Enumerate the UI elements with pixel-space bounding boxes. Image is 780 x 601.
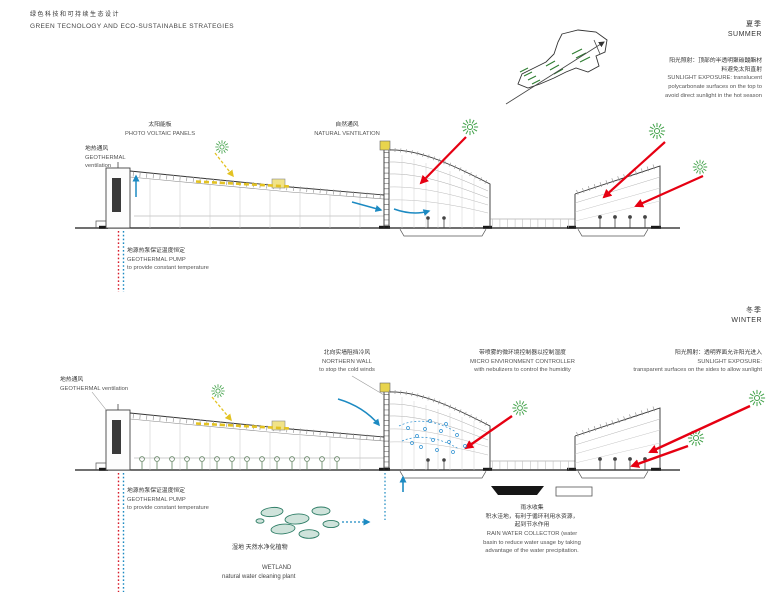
leader-lines [91, 375, 385, 412]
page-title-en: GREEN TECNOLOGY AND ECO-SUSTAINABLE STRA… [30, 23, 234, 30]
note-line: 地热通风 [85, 146, 109, 152]
note-line: ventilation [85, 163, 112, 170]
note-line: GEOTHERMAL PUMP [127, 496, 186, 503]
note-line: PHOTO VOLTAIC PANELS [124, 130, 196, 137]
note-line: 带喷雾的微环境控制器以控制湿度 [479, 350, 566, 356]
note-line: MICRO ENVIRONMENT CONTROLLER [470, 358, 575, 365]
note-line: 北向实墙阻挡冷风 [323, 350, 371, 356]
wetland-ponds [255, 506, 340, 539]
note-line: 地源热泵保证温度恒定 [127, 248, 185, 254]
note-line: basin to reduce water usage by taking [483, 539, 581, 546]
note-line: 地源热泵保证温度恒定 [127, 488, 185, 494]
sun-icon [214, 118, 708, 175]
natural-ventilation-label: 自然通风 NATURAL VENTILATION [292, 121, 402, 138]
winter-season-zh: 冬季 [746, 307, 762, 314]
indoor-plants [139, 456, 340, 470]
note-line: 阳光照射：透明界面允许阳光进入 [675, 350, 762, 356]
note-line: 太阳能板 [148, 122, 172, 128]
winter-geothermal-vent-label: 地热通风 GEOTHERMAL ventilation [60, 376, 128, 393]
solar-gain-arrow [211, 396, 232, 422]
note-line: 积水洼地，有利于循环利用水资源， [485, 513, 579, 520]
rain-water-collector [491, 486, 593, 497]
winter-sunlight-note: 阳光照射：透明界面允许阳光进入 SUNLIGHT EXPOSURE: trans… [633, 349, 762, 375]
summer-season-zh: 夏季 [746, 21, 762, 28]
note-line: NATURAL VENTILATION [314, 130, 380, 137]
note-line: 雨水收集 [520, 505, 544, 511]
site-plan-sketch [505, 29, 608, 105]
note-line: 料避免太阳直射 [721, 66, 762, 73]
note-line: SUNLIGHT EXPOSURE: translucent [667, 75, 762, 82]
note-line: GEOTHERMAL [85, 154, 126, 161]
geothermal-pump-lines [117, 231, 125, 292]
note-line: 地热通风 [60, 377, 84, 383]
note-line: to provide constant temperature [127, 265, 209, 272]
note-line: GEOTHERMAL ventilation [60, 385, 129, 392]
sunlight-arrows [419, 136, 704, 208]
summer-season-en: SUMMER [727, 31, 762, 38]
northern-wall-label: 北向实墙阻挡冷风 NORTHERN WALL to stop the cold … [290, 349, 404, 375]
wetland-label-zh: 湿地 天然水净化植物 [232, 545, 288, 551]
wetland-label-en2: natural water cleaning plant [222, 574, 296, 580]
summer-section [75, 118, 708, 292]
note-line: 自然通风 [335, 122, 359, 128]
wetland-label-en1: WETLAND [262, 565, 292, 571]
note-line: 起到节水作用 [514, 522, 550, 529]
summer-sunlight-note: 阳光照射：顶部的半透明聚碳酸酯材 料避免太阳直射 SUNLIGHT EXPOSU… [665, 57, 762, 100]
note-line: with nebulizers to control the humidity [474, 367, 571, 374]
summer-geothermal-pump-label: 地源热泵保证温度恒定 GEOTHERMAL PUMP to provide co… [127, 247, 209, 273]
nebulizer-mist [398, 419, 467, 454]
winter-season-en: WINTER [731, 317, 762, 324]
green-hatch [519, 48, 591, 85]
north-arrow [505, 41, 605, 105]
winter-geothermal-pump-label: 地源热泵保证温度恒定 GEOTHERMAL PUMP to provide co… [127, 487, 209, 513]
note-line: 阳光照射：顶部的半透明聚碳酸酯材 [669, 58, 762, 64]
airflow-arrows [337, 398, 407, 526]
note-line: SUNLIGHT EXPOSURE: [697, 358, 762, 365]
note-line: to provide constant temperature [127, 505, 209, 512]
note-line: RAIN WATER COLLECTOR (water [486, 531, 578, 538]
rain-water-label: 雨水收集 积水洼地，有利于循环利用水资源， 起到节水作用 RAIN WATER … [452, 504, 612, 556]
micro-environment-label: 带喷雾的微环境控制器以控制湿度 MICRO ENVIRONMENT CONTRO… [445, 349, 600, 375]
geothermal-pump-lines [117, 473, 125, 592]
note-line: NORTHERN WALL [322, 358, 372, 365]
winter-section [75, 375, 766, 592]
note-line: avoid direct sunlight in the hot season [665, 92, 762, 99]
sunlight-arrows [464, 404, 751, 468]
summer-geothermal-vent-label: 地热通风 GEOTHERMAL ventilation [85, 145, 126, 171]
note-line: transparent surfaces on the sides to all… [633, 367, 762, 374]
note-line: polycarbonate surfaces on the top to [668, 84, 762, 91]
solar-gain-arrow [214, 152, 234, 178]
note-line: advantage of the water precipitation. [485, 548, 579, 555]
page-title-zh: 绿色科技和可持续生态设计 [30, 12, 121, 18]
pv-panels-label: 太阳能板 PHOTO VOLTAIC PANELS [100, 121, 220, 138]
airflow-arrows [132, 174, 431, 216]
note-line: to stop the cold winds [319, 367, 375, 374]
note-line: GEOTHERMAL PUMP [127, 256, 186, 263]
